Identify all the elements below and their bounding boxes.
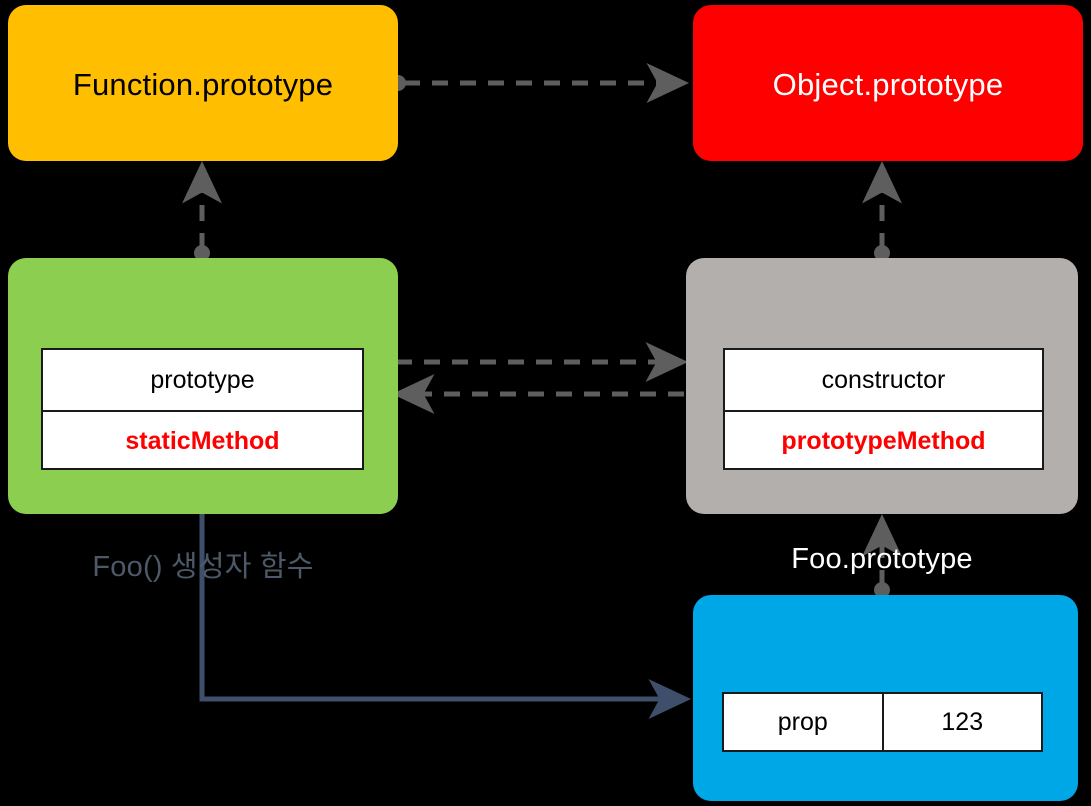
edge-foo-prototype-to-object-prototype [862,161,902,261]
property-row-prototype-method[interactable]: prototypeMethod [725,410,1042,470]
edge-foo-constructor-to-function-prototype [182,161,222,261]
node-object-prototype-label: Object.prototype [772,67,1004,102]
property-cell-prop-key[interactable]: prop [777,707,828,736]
node-foo-prototype[interactable]: Foo.prototype constructor prototypeMetho… [686,258,1078,575]
node-object-prototype[interactable]: Object.prototype [693,5,1083,161]
property-row-static-method[interactable]: staticMethod [43,410,362,470]
foo-prototype-property-table: constructor prototypeMethod [723,348,1044,470]
property-cell-prop-value[interactable]: 123 [881,694,1042,750]
node-foo-constructor[interactable]: Foo() 생성자 함수 prototype staticMethod [8,258,398,583]
node-foo-prototype-label: Foo.prototype [791,543,973,575]
edge-constructor-to-foo-constructor [392,374,728,414]
node-foo-object[interactable]: foo 객체 prop 123 [693,595,1078,801]
node-function-prototype[interactable]: Function.prototype [8,5,398,161]
property-row-prototype[interactable]: prototype [150,366,255,394]
node-foo-constructor-label: Foo() 생성자 함수 [92,551,314,583]
node-function-prototype-label: Function.prototype [72,67,334,102]
foo-object-property-table: prop 123 [722,692,1043,752]
foo-constructor-property-table: prototype staticMethod [41,348,364,470]
edge-foo-constructor-creates-foo-object [199,513,691,719]
edge-prototype-to-foo-prototype [352,342,688,382]
edge-function-prototype-to-object-prototype [390,63,689,103]
property-row-constructor[interactable]: constructor [821,366,946,394]
